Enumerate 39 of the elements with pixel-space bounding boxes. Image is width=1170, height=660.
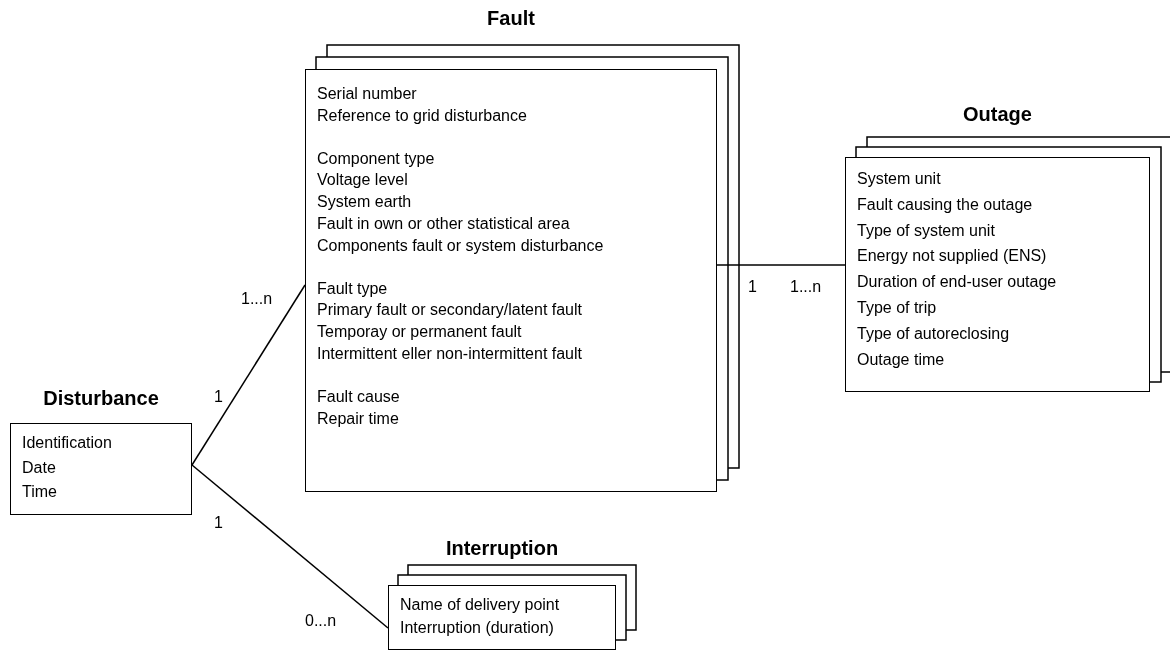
connector-line xyxy=(191,284,306,466)
multiplicity-label: 1 xyxy=(748,278,757,296)
attribute-text: Energy not supplied (ENS) xyxy=(857,246,1047,267)
attribute-text: Primary fault or secondary/latent fault xyxy=(317,300,582,321)
entity-title: Fault xyxy=(487,7,535,30)
entity-title: Disturbance xyxy=(43,387,159,410)
connector-line xyxy=(716,264,846,266)
multiplicity-label: 1...n xyxy=(790,278,822,296)
multiplicity-label: 1 xyxy=(214,514,223,532)
attribute-text: Identification xyxy=(22,433,112,453)
attribute-text: Time xyxy=(22,482,57,502)
attribute-text: Duration of end-user outage xyxy=(857,272,1057,293)
attribute-text: Temporay or permanent fault xyxy=(317,322,522,343)
attribute-text: Interruption (duration) xyxy=(400,618,554,638)
multiplicity-label: 1 xyxy=(214,388,223,406)
entity-title: Outage xyxy=(963,103,1032,126)
attribute-text: Date xyxy=(22,457,56,478)
multiplicity-label: 1...n xyxy=(241,290,273,308)
multiplicity-label: 0...n xyxy=(305,612,337,630)
attribute-text: Outage time xyxy=(857,349,945,370)
attribute-text: System unit xyxy=(857,169,941,189)
attribute-text: Repair time xyxy=(317,408,399,429)
attribute-text: Component type xyxy=(317,148,435,169)
attribute-text: Intermittent eller non-intermittent fault xyxy=(317,344,582,364)
attribute-text: Components fault or system disturbance xyxy=(317,235,604,256)
attribute-text: Type of system unit xyxy=(857,220,995,241)
connector-line xyxy=(191,464,389,629)
attribute-text: Reference to grid disturbance xyxy=(317,105,527,126)
attribute-text: Fault causing the outage xyxy=(857,194,1033,215)
attribute-text: Fault cause xyxy=(317,386,400,407)
attribute-text: Name of delivery point xyxy=(400,595,560,615)
attribute-text: System earth xyxy=(317,192,412,213)
attribute-text: Fault type xyxy=(317,278,388,299)
attribute-text: Type of trip xyxy=(857,298,937,318)
attribute-text: Voltage level xyxy=(317,170,408,191)
attribute-text: Type of autoreclosing xyxy=(857,323,1010,344)
attribute-text: Fault in own or other statistical area xyxy=(317,214,570,234)
entity-title: Interruption xyxy=(445,537,559,560)
attribute-text: Serial number xyxy=(317,84,417,104)
